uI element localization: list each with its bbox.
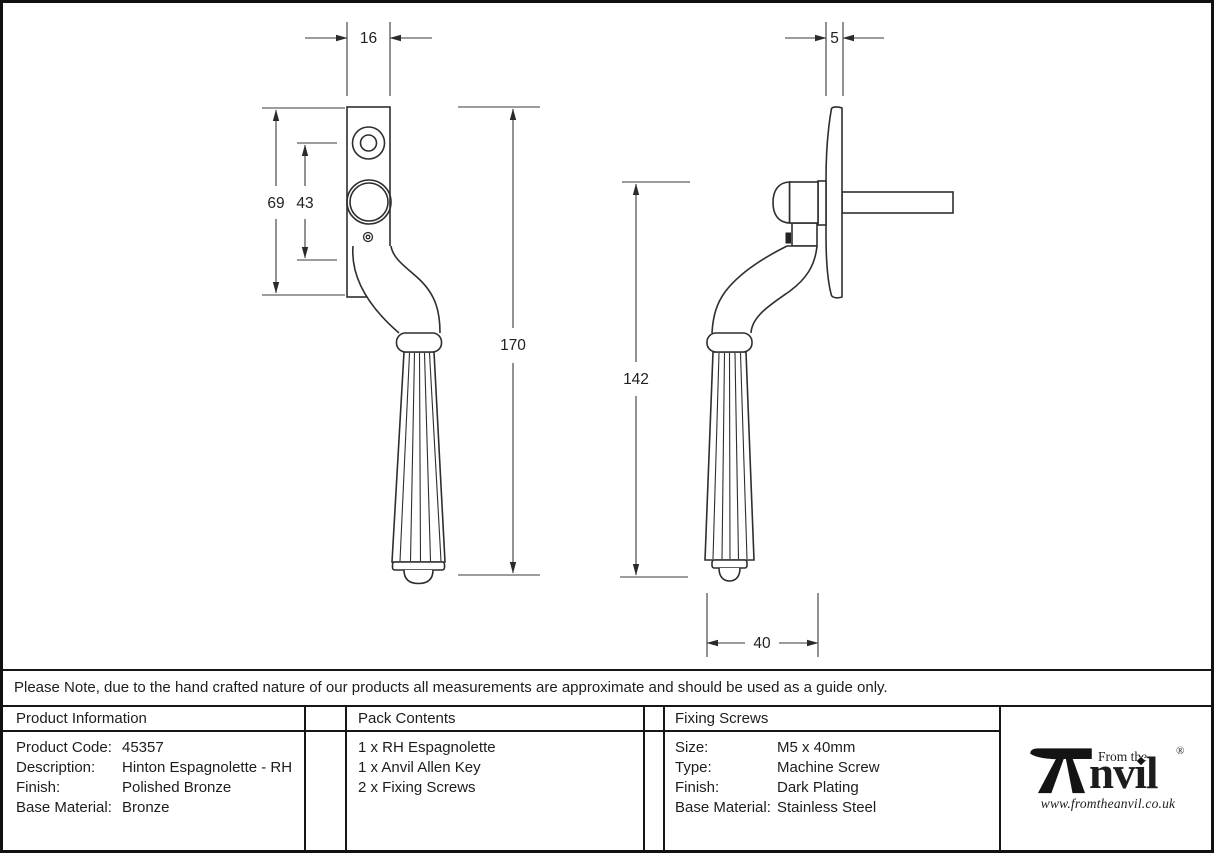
handle-arm-left-edge [351,245,400,334]
screw-finish-value: Dark Plating [777,779,859,796]
pack-item: 1 x Anvil Allen Key [358,759,481,776]
product-code-value: 45357 [122,739,164,756]
table-vline-4 [663,705,665,853]
description-label: Description: [16,759,96,776]
fixing-screws-header: Fixing Screws [675,710,769,727]
grip-finial [403,569,434,585]
front-view-dimensions [262,22,540,576]
table-vline-1 [304,705,306,853]
table-vline-2 [345,705,347,853]
side-arm-left-edge [711,245,788,334]
table-header-divider [0,730,999,732]
note-row-top-line [0,669,1214,671]
dim-thickness-label: 5 [830,30,839,47]
backplate-side [825,106,843,299]
front-view [346,106,446,585]
grip-flutes [399,352,442,562]
base-material-label: Base Material: [16,799,112,816]
side-grub-screw [785,232,791,244]
side-grip-finial [718,567,741,582]
spindle-bar [841,191,954,214]
side-grip-cap [711,559,748,569]
grub-screw-outer [362,231,374,243]
logo-website: www.fromtheanvil.co.uk [1040,796,1176,811]
anvil-icon [1030,748,1092,794]
side-arm-right-edge [750,245,818,334]
side-arm-fill [712,246,817,333]
handle-grip [391,351,446,563]
screw-finish-label: Finish: [675,779,720,796]
grub-screw-inner [365,234,371,240]
screw-size-value: M5 x 40mm [777,739,856,756]
finish-label: Finish: [16,779,61,796]
table-vline-3 [643,705,645,853]
screw-base-material-label: Base Material: [675,799,771,816]
grip-collar [395,332,443,353]
side-grip-collar [706,332,753,353]
grip-cap [391,561,446,571]
side-view [704,106,954,582]
screw-size-label: Size: [675,739,709,756]
handle-arm-fill [352,246,440,333]
side-boss-body [788,181,819,224]
side-grip-flutes [712,352,748,560]
product-information-header: Product Information [16,710,147,727]
dim-height-label: 142 [623,371,649,388]
dim-plate-height-label: 69 [267,195,284,212]
note-row-bottom-line [0,705,1214,707]
side-view-dim-labels: 5 142 40 [623,30,839,652]
dim-total-height-label: 170 [500,337,526,354]
pack-item: 1 x RH Espagnolette [358,739,496,756]
note-text: Please Note, due to the hand crafted nat… [14,679,888,696]
dim-depth-label: 40 [753,635,771,652]
registered-mark: ® [1176,745,1185,757]
pack-contents-header: Pack Contents [358,710,456,727]
screw-base-material-value: Stainless Steel [777,799,877,816]
side-view-dimensions [620,22,884,657]
base-material-value: Bronze [122,799,170,816]
dim-width-label: 16 [360,30,377,47]
logo-tagline: From the [1098,749,1148,764]
handle-boss-inner [349,182,389,222]
screw-hole-outer [351,126,386,160]
screw-type-value: Machine Screw [777,759,880,776]
boss-washer [817,180,827,226]
screw-hole-inner [359,134,378,152]
logo-brand-text: nvil [1089,748,1159,798]
handle-arm-right-edge [390,245,441,334]
logo-i-diamond [1137,757,1144,764]
dim-hole-spacing-label: 43 [296,195,313,212]
finish-value: Polished Bronze [122,779,232,796]
handle-boss-outer [346,179,392,225]
pack-item: 2 x Fixing Screws [358,779,476,796]
description-value: Hinton Espagnolette - RH [122,759,293,776]
boss-neck [791,222,818,247]
table-vline-logo [999,705,1001,853]
front-view-dim-labels: 16 69 43 170 [267,30,526,354]
side-boss-dome [772,181,791,224]
screw-type-label: Type: [675,759,712,776]
product-code-label: Product Code: [16,739,112,756]
